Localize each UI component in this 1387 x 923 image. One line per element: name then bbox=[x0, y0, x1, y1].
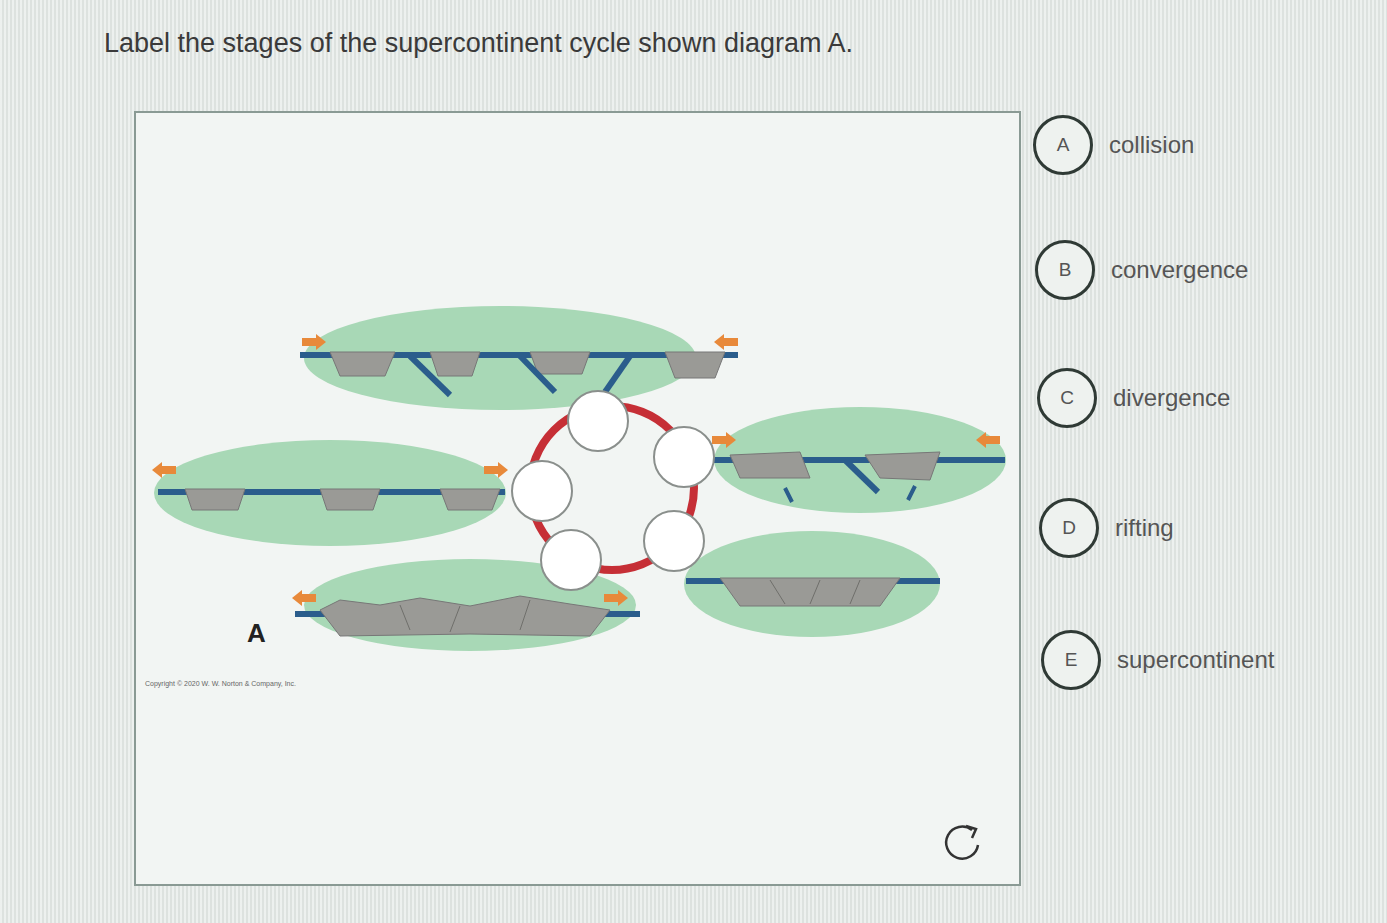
option-text: collision bbox=[1109, 131, 1194, 159]
answer-option: Esupercontinent bbox=[1041, 630, 1371, 692]
copyright-note: Copyright © 2020 W. W. Norton & Company,… bbox=[145, 680, 296, 687]
answer-option: Cdivergence bbox=[1037, 368, 1367, 430]
answer-option: Drifting bbox=[1039, 498, 1369, 560]
option-letter: E bbox=[1041, 630, 1101, 690]
option-text: convergence bbox=[1111, 256, 1248, 284]
option-letter: D bbox=[1039, 498, 1099, 558]
answer-option: Bconvergence bbox=[1035, 240, 1365, 302]
option-letter: C bbox=[1037, 368, 1097, 428]
title: Label the stages of the supercontinent c… bbox=[104, 28, 853, 59]
option-text: divergence bbox=[1113, 384, 1230, 412]
answer-option: Acollision bbox=[1033, 115, 1363, 177]
option-letter: B bbox=[1035, 240, 1095, 300]
option-text: rifting bbox=[1115, 514, 1174, 542]
option-letter: A bbox=[1033, 115, 1093, 175]
option-text: supercontinent bbox=[1117, 646, 1274, 674]
diagram-letter: A bbox=[247, 618, 266, 649]
